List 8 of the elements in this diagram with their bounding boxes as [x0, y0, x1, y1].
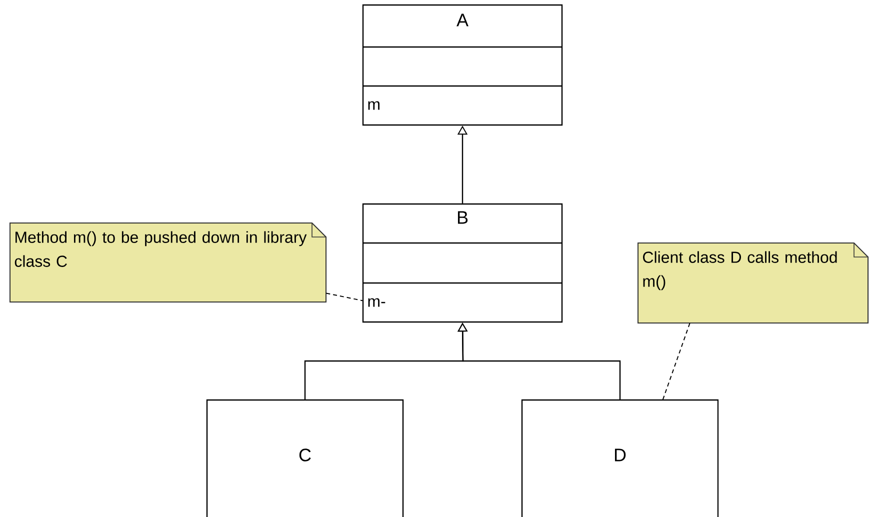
note: Client class D calls method m()	[638, 242, 869, 324]
note-link	[326, 292, 363, 302]
class-box: C	[206, 399, 404, 517]
class-box: D	[521, 399, 719, 517]
note-link	[662, 322, 690, 400]
class-box: A m	[362, 4, 563, 126]
class-box: B m-	[362, 203, 563, 323]
note: Method m() to be pushed down in library class C	[10, 222, 326, 302]
